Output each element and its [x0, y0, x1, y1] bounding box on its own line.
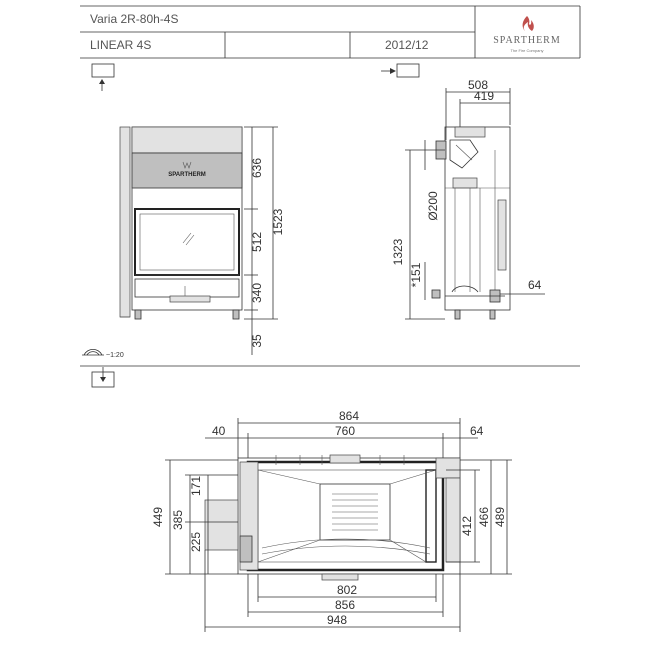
plan-dim-h225: 225	[189, 532, 203, 552]
front-badge: SPARTHERM	[168, 172, 206, 178]
plan-dim-right-offset: 64	[470, 424, 484, 438]
plan-dim-h385: 385	[171, 510, 185, 530]
front-dim-foot: 35	[250, 334, 264, 348]
grate-slots	[332, 493, 378, 531]
spartherm-logo: SPARTHERM The Fire Company	[493, 16, 561, 53]
logo-tagline: The Fire Company	[510, 48, 543, 53]
scale-label: ~1:20	[106, 352, 124, 359]
revision-date: 2012/12	[385, 38, 429, 52]
plan-dim-width-inner: 760	[335, 424, 355, 438]
side-dim-offset: 64	[528, 278, 542, 292]
side-dim-depth-inner: 419	[474, 89, 494, 103]
side-dim-height: 1323	[391, 238, 405, 265]
side-view-symbol	[381, 63, 420, 78]
side-dim-inlet: *151	[409, 262, 423, 287]
front-dim-bottom: 340	[250, 283, 264, 303]
side-dim-depth-total: 508	[468, 78, 488, 92]
plan-dim-h171: 171	[189, 476, 203, 496]
variant-name: LINEAR 4S	[90, 38, 151, 52]
side-view: 508 419 Ø200 1323 *151 64	[391, 78, 545, 320]
plan-dim-h449: 449	[151, 507, 165, 527]
plan-dim-h489: 489	[493, 507, 507, 527]
front-dim-top: 636	[250, 158, 264, 178]
logo-wordmark: SPARTHERM	[493, 35, 561, 46]
plan-dim-w856: 856	[335, 598, 355, 612]
plan-dim-width-outer: 864	[339, 409, 359, 423]
flame-icon	[522, 16, 534, 31]
plan-dim-w948: 948	[327, 613, 347, 627]
front-view: SPARTHERM 636 512 340 35 1523	[119, 126, 285, 355]
front-dim-glass: 512	[250, 232, 264, 252]
front-view-symbol	[91, 63, 115, 91]
scale-indicator: ~1:20	[82, 349, 124, 359]
plan-view: 864 760 40 64	[151, 409, 512, 632]
plan-dim-left-offset: 40	[212, 424, 226, 438]
plan-dim-h412: 412	[460, 516, 474, 536]
top-pins	[275, 454, 405, 465]
title-block: Varia 2R-80h-4S LINEAR 4S 2012/12	[80, 5, 581, 59]
plan-dim-h466: 466	[477, 507, 491, 527]
top-view-symbol	[91, 367, 115, 388]
plan-dim-w802: 802	[337, 583, 357, 597]
front-dim-total: 1523	[271, 208, 285, 235]
model-name: Varia 2R-80h-4S	[90, 12, 179, 26]
side-dim-flue: Ø200	[426, 191, 440, 221]
